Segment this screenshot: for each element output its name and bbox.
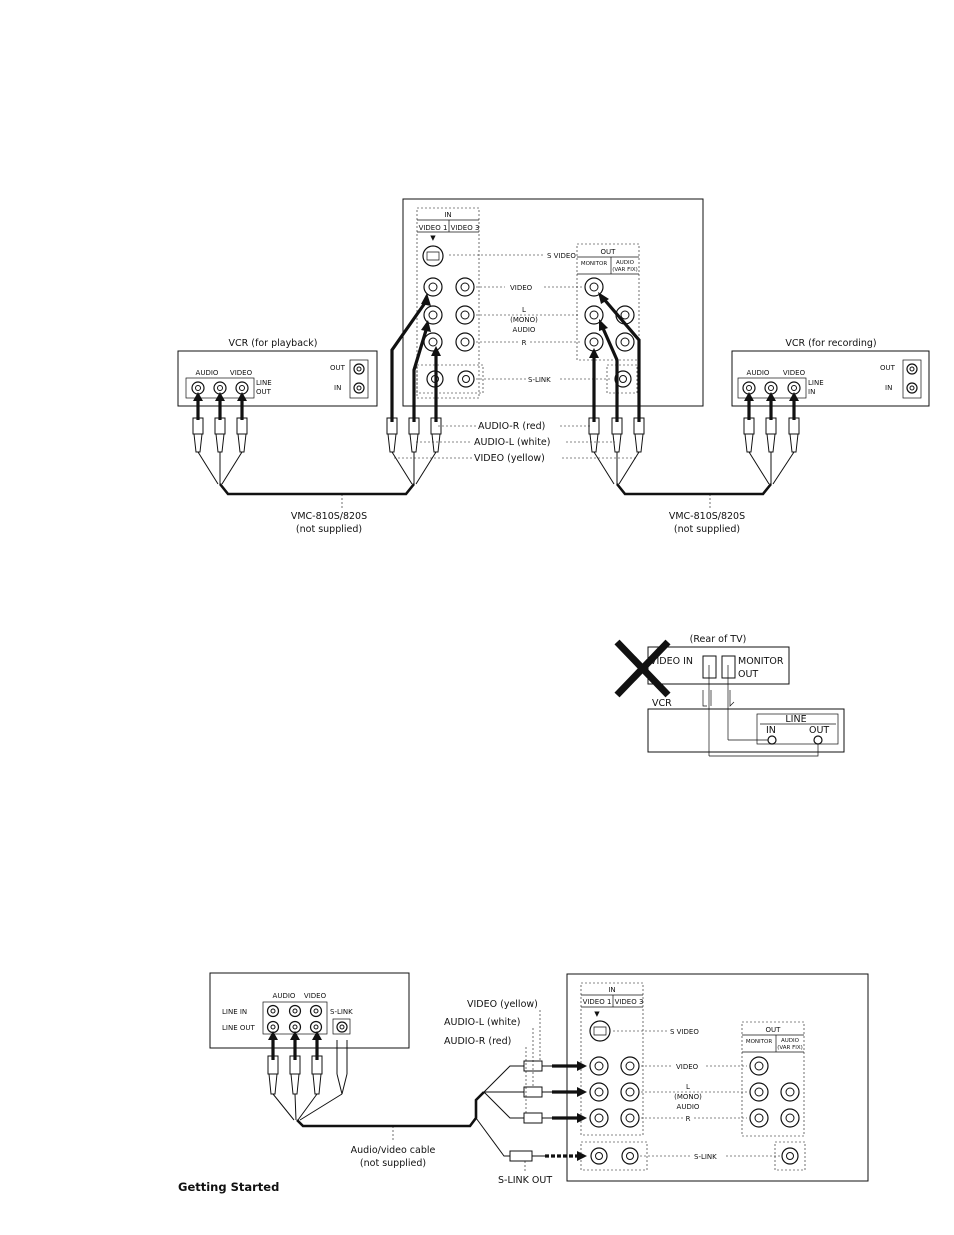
plug-group-tv-out [588,417,645,485]
vcr-recording-audio-label: AUDIO [747,369,770,377]
vcr-recording-line-label: LINE [808,379,824,387]
bottom-tv-video-label: VIDEO [676,1063,699,1071]
tv-mono-label: (MONO) [510,316,538,324]
vcr-recording-title: VCR (for recording) [785,338,876,349]
vcr-playback-out-label: OUT [256,388,272,396]
plug-group-vcr-playback [192,417,248,485]
tv-video1-label: VIDEO 1 [419,224,448,232]
tv-video-label: VIDEO [510,284,533,292]
section-title: Getting Started [178,1180,279,1194]
tv-audio-varfix-1: AUDIO [616,260,635,266]
bottom-tv-audio-label: AUDIO [677,1103,700,1111]
bottom-vcr-slink-label: S-LINK [330,1008,353,1016]
cable-right-top [615,483,773,496]
bottom-tv-out-label: OUT [766,1026,782,1034]
bottom-vcr-audio-label: AUDIO [273,992,296,1000]
tv-r-label: R [522,339,527,347]
vcr-playback-in-side: IN [334,384,341,392]
vcr-recording: VCR (for recording) AUDIO VIDEO LINE IN … [731,338,930,420]
bottom-label-video-yellow: VIDEO (yellow) [467,999,538,1010]
cable-model-right: VMC-810S/820S [669,511,745,522]
bottom-tv-r-label: R [686,1115,691,1123]
vcr-panel-bottom: AUDIO VIDEO LINE IN LINE OUT S-LINK [209,972,410,1060]
tv-svideo-label: S VIDEO [547,252,576,260]
middle-diagram: (Rear of TV) VIDEO IN MONITOR OUT VCR LI… [614,634,845,757]
middle-line-label: LINE [785,714,806,725]
bottom-label-slink-out: S-LINK OUT [498,1175,552,1186]
plug-group-vcr-recording [743,417,800,485]
bottom-tv-l-label: L [686,1083,690,1091]
bottom-tv-mono-label: (MONO) [674,1093,702,1101]
tv-audio-label: AUDIO [513,326,536,334]
cable-plugs-top [192,417,800,496]
bottom-cable-note-1: Audio/video cable [351,1145,436,1156]
tv-l-label: L [522,306,526,314]
output-arrows-top [589,292,641,422]
bottom-label-audio-r-red: AUDIO-R (red) [444,1036,511,1047]
label-audio-r-red-top: AUDIO-R (red) [478,421,545,432]
tv-in-label: IN [444,211,451,219]
bottom-vcr-line-out-label: LINE OUT [222,1024,255,1032]
vcr-playback-video-label: VIDEO [230,369,253,377]
bottom-tv-video3-label: VIDEO 3 [615,998,644,1006]
svideo-jack-top [422,245,444,267]
middle-monitor-label: MONITOR [738,656,784,667]
tv-triangle-marker: ▼ [430,234,436,242]
tv-rear-panel-bottom: IN VIDEO 1 VIDEO 3 ▼ S VIDEO VIDEO L (MO… [566,973,869,1182]
top-diagram: IN VIDEO 1 VIDEO 3 ▼ S VIDEO VIDEO [177,198,930,535]
middle-line-out-label: OUT [809,725,829,736]
vcr-playback: VCR (for playback) AUDIO VIDEO LINE OUT … [177,338,378,420]
middle-vcr-label: VCR [652,698,672,709]
cable-note-left: (not supplied) [296,524,362,535]
vcr-recording-video-label: VIDEO [783,369,806,377]
middle-in-label: IN [766,725,776,736]
bottom-vcr-line-in-label: LINE IN [222,1008,247,1016]
bottom-cable-note-2: (not supplied) [360,1158,426,1169]
bottom-tv-triangle: ▼ [594,1010,600,1018]
cable-bottom [296,1060,587,1162]
cable-note-right: (not supplied) [674,524,740,535]
tv-slink-label: S-LINK [528,376,551,384]
bottom-vcr-video-label: VIDEO [304,992,327,1000]
vcr-recording-in-label: IN [808,388,815,396]
plug-group-tv-in [386,417,442,485]
prohibited-x-icon [614,639,671,698]
vcr-recording-out-side: OUT [880,364,896,372]
cable-color-labels-top: AUDIO-R (red) AUDIO-L (white) VIDEO (yel… [394,421,637,464]
vcr-playback-line-label: LINE [256,379,272,387]
bottom-tv-svideo-label: S VIDEO [670,1028,699,1036]
bottom-tv-in-label: IN [608,986,615,994]
cable-color-labels-bottom: VIDEO (yellow) AUDIO-L (white) AUDIO-R (… [351,999,553,1186]
input-arrows-top [390,293,441,422]
vcr-recording-in-side: IN [885,384,892,392]
middle-video-in-label: VIDEO IN [650,656,693,667]
bottom-tv-audio-varfix-2: (VAR FIX) [777,1045,803,1051]
bottom-tv-video1-label: VIDEO 1 [583,998,612,1006]
tv-audio-varfix-2: (VAR FIX) [612,267,638,273]
cable-left-top [218,483,416,496]
bottom-svideo-jack [589,1020,611,1042]
bottom-tv-audio-varfix-1: AUDIO [781,1038,800,1044]
vcr-playback-title: VCR (for playback) [229,338,318,349]
plug-group-vcr-bottom [267,1040,348,1121]
label-audio-l-white-top: AUDIO-L (white) [474,437,550,448]
tv-out-label: OUT [601,248,617,256]
bottom-label-audio-l-white: AUDIO-L (white) [444,1017,520,1028]
vcr-playback-out-side: OUT [330,364,346,372]
bottom-tv-monitor-label: MONITOR [746,1039,772,1045]
bottom-diagram: AUDIO VIDEO LINE IN LINE OUT S-LINK [209,972,869,1186]
rear-of-tv-title: (Rear of TV) [690,634,747,645]
bottom-tv-slink-label: S-LINK [694,1153,717,1161]
vcr-playback-audio-label: AUDIO [196,369,219,377]
tv-monitor-label: MONITOR [581,261,607,267]
label-video-yellow-top: VIDEO (yellow) [474,453,545,464]
cable-model-left: VMC-810S/820S [291,511,367,522]
tv-rear-panel-top: IN VIDEO 1 VIDEO 3 ▼ S VIDEO VIDEO [402,198,704,407]
middle-out-label: OUT [738,669,758,680]
tv-video3-label: VIDEO 3 [451,224,480,232]
